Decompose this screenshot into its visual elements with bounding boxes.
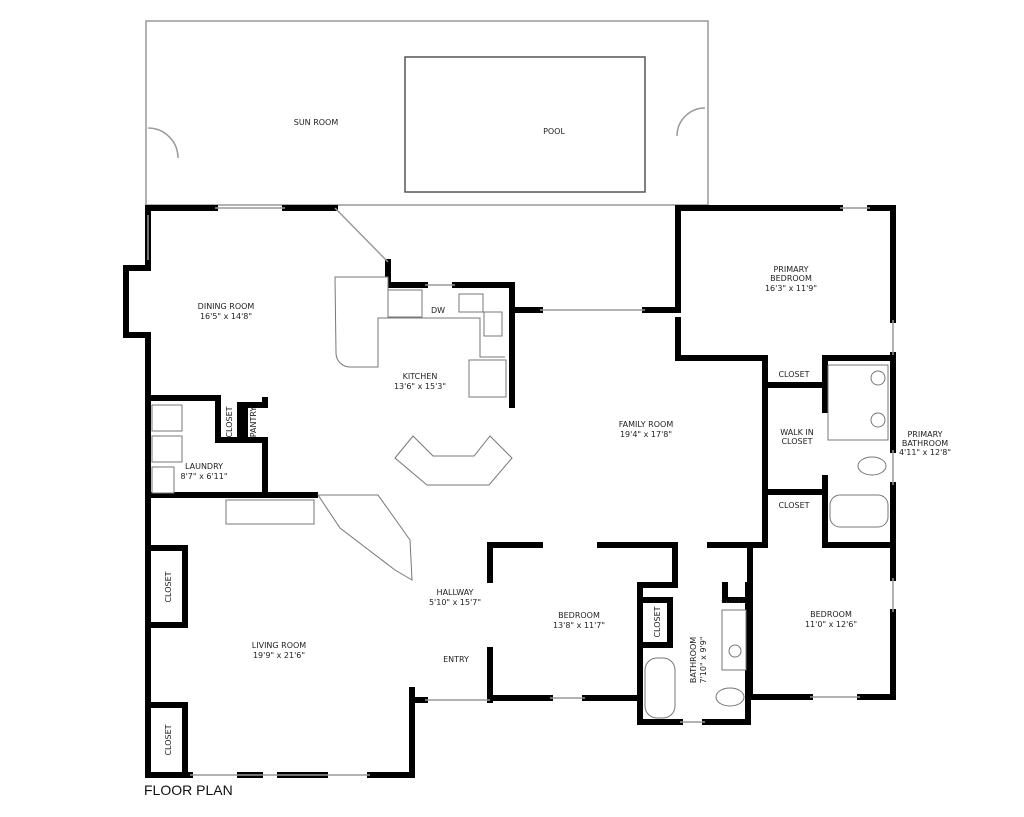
primary-bathroom-label-2: BATHROOM [902, 439, 948, 448]
entry-label: ENTRY [443, 655, 469, 664]
bedroom-size: 13'8" x 11'7" [553, 621, 605, 630]
primary-bedroom-size: 16'3" x 11'9" [765, 284, 817, 293]
primary-bathroom-label: PRIMARY [907, 430, 942, 439]
primary-closet-label: CLOSET [778, 370, 809, 379]
family-room-size: 19'4" x 17'8" [620, 430, 672, 439]
windows [147, 207, 894, 776]
primary-bedroom-label: PRIMARY [773, 265, 808, 274]
living-closet-label-2: CLOSET [164, 724, 173, 755]
living-closet-label: CLOSET [164, 571, 173, 602]
kitchen-size: 13'6" x 15'3" [394, 382, 446, 391]
bathroom-label: BATHROOM [689, 637, 698, 683]
bedroom-closet-label: CLOSET [653, 606, 662, 637]
sun-room-outline [145, 20, 709, 206]
plan-title: FLOOR PLAN [144, 782, 233, 798]
walls [123, 205, 896, 778]
sun-room-door [147, 127, 179, 159]
primary-bedroom-label-2: BEDROOM [770, 274, 812, 283]
dining-room-label: DINING ROOM [198, 302, 255, 311]
sun-room-label: SUN ROOM [294, 118, 339, 127]
laundry-label: LAUNDRY [185, 462, 223, 471]
bedroom-2-label: BEDROOM [810, 610, 852, 619]
primary-bathroom-size: 4'11" x 12'8" [899, 448, 951, 457]
pool-label: POOL [543, 127, 565, 136]
bedroom-2-size: 11'0" x 12'6" [805, 620, 857, 629]
dining-room-size: 16'5" x 14'8" [200, 312, 252, 321]
kitchen-label: KITCHEN [403, 372, 438, 381]
living-room-label: LIVING ROOM [252, 641, 307, 650]
hallway-size: 5'10" x 15'7" [429, 598, 481, 607]
living-room-size: 19'9" x 21'6" [253, 651, 305, 660]
family-room-label: FAMILY ROOM [619, 420, 674, 429]
closet-label: CLOSET [778, 501, 809, 510]
pantry-label: PANTRY [249, 407, 258, 438]
walk-in-closet-label-2: CLOSET [781, 437, 812, 446]
dishwasher-label: DW [431, 306, 445, 315]
bedroom-label: BEDROOM [558, 611, 600, 620]
laundry-closet-label: CLOSET [225, 406, 234, 437]
sun-room-door-2 [676, 107, 706, 137]
laundry-size: 8'7" x 6'11" [180, 472, 227, 481]
fixtures [151, 276, 889, 719]
bathroom-size: 7'10" x 9'9" [699, 636, 708, 683]
bath-closet-label: CLOSET [721, 598, 745, 605]
pool [404, 56, 646, 193]
walk-in-closet-label: WALK IN [780, 428, 814, 437]
hallway-label: HALLWAY [437, 588, 474, 597]
